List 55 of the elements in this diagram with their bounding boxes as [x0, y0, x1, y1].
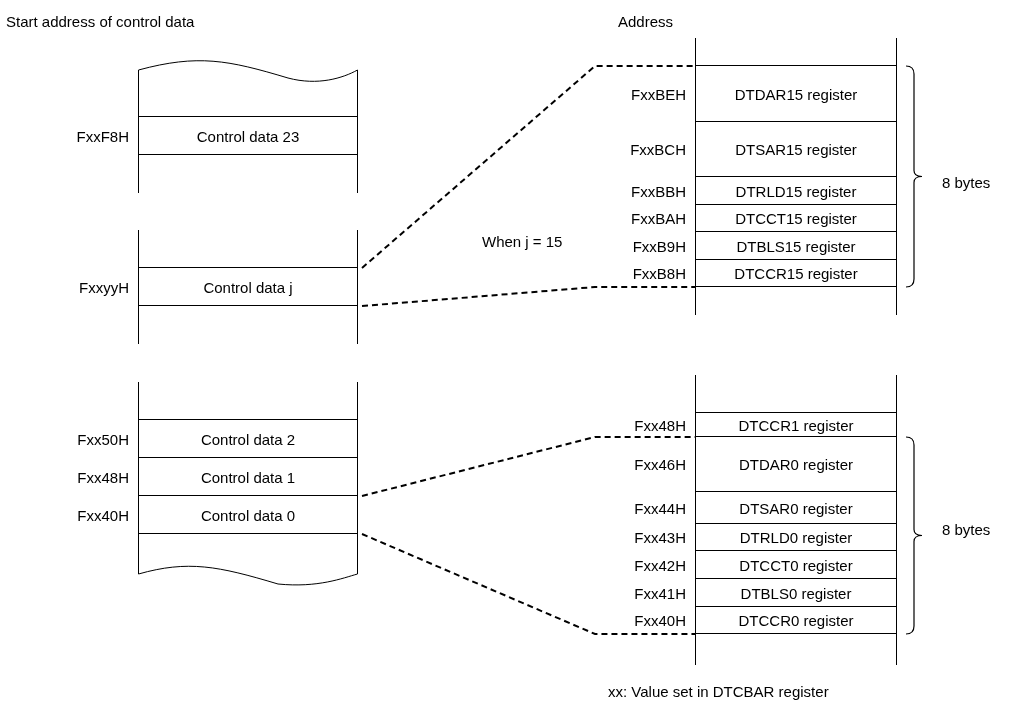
condition-label: When j = 15: [482, 233, 563, 250]
memory-cell: [138, 230, 358, 268]
address-label: FxxBEH: [631, 85, 686, 102]
dashed-leader-line: [361, 65, 696, 269]
footnote: xx: Value set in DTCBAR register: [608, 683, 829, 700]
size-label: 8 bytes: [942, 521, 991, 538]
address-label: FxxB9H: [632, 237, 686, 254]
cell-text: DTDAR15 register: [733, 85, 859, 102]
memory-cell: [695, 634, 897, 665]
cell-text: DTRLD15 register: [734, 182, 858, 199]
cell-text: DTCCT0 register: [738, 556, 854, 573]
cell-text: Control data 2: [199, 430, 297, 447]
cell-text: Control data 23: [195, 127, 301, 144]
cell-text: DTBLS15 register: [735, 237, 857, 254]
address-label: Fxx41H: [634, 584, 686, 601]
dashed-leader-line: [361, 533, 696, 635]
address-label: Fxx42H: [634, 556, 686, 573]
cell-text: DTBLS0 register: [739, 584, 853, 601]
cell-text: DTRLD0 register: [738, 528, 854, 546]
cell-text: Control data 1: [199, 468, 297, 485]
memory-cell: [138, 60, 358, 117]
address-label: FxxB8H: [632, 264, 686, 282]
memory-cell: [695, 287, 897, 315]
address-label: Fxx48H: [77, 468, 129, 485]
address-label: Fxx40H: [634, 611, 686, 629]
address-label: FxxyyH: [79, 278, 129, 295]
cell-text: DTDAR0 register: [737, 455, 855, 473]
memory-cell: [138, 306, 358, 344]
address-label: FxxF8H: [76, 127, 129, 144]
memory-cell: [138, 382, 358, 420]
memory-cell: [695, 38, 897, 66]
cell-text: DTCCR0 register: [737, 611, 855, 629]
address-label: Fxx43H: [634, 528, 686, 546]
cell-text: DTCCT15 register: [734, 209, 858, 227]
address-label: Fxx48H: [634, 416, 686, 433]
cell-text: DTCCR1 register: [737, 416, 855, 433]
address-label: Fxx50H: [77, 430, 129, 447]
cell-text: Control data j: [202, 278, 294, 295]
cell-text: DTSAR15 register: [734, 140, 858, 158]
memory-cell: [695, 375, 897, 413]
address-label: Fxx46H: [634, 455, 686, 473]
cell-text: DTSAR0 register: [738, 499, 854, 516]
column-heading: Start address of control data: [6, 13, 195, 30]
cell-text: Control data 0: [199, 506, 297, 523]
address-label: Fxx44H: [634, 499, 686, 516]
size-label: 8 bytes: [942, 174, 991, 191]
address-label: Fxx40H: [77, 506, 129, 523]
dashed-leader-line: [361, 286, 696, 307]
column-heading: Address: [618, 13, 674, 30]
memory-cell: [138, 534, 358, 586]
address-label: FxxBBH: [631, 182, 686, 199]
memory-cell: [138, 155, 358, 193]
address-label: FxxBAH: [631, 209, 686, 227]
address-label: FxxBCH: [630, 140, 686, 158]
cell-text: DTCCR15 register: [733, 264, 859, 282]
